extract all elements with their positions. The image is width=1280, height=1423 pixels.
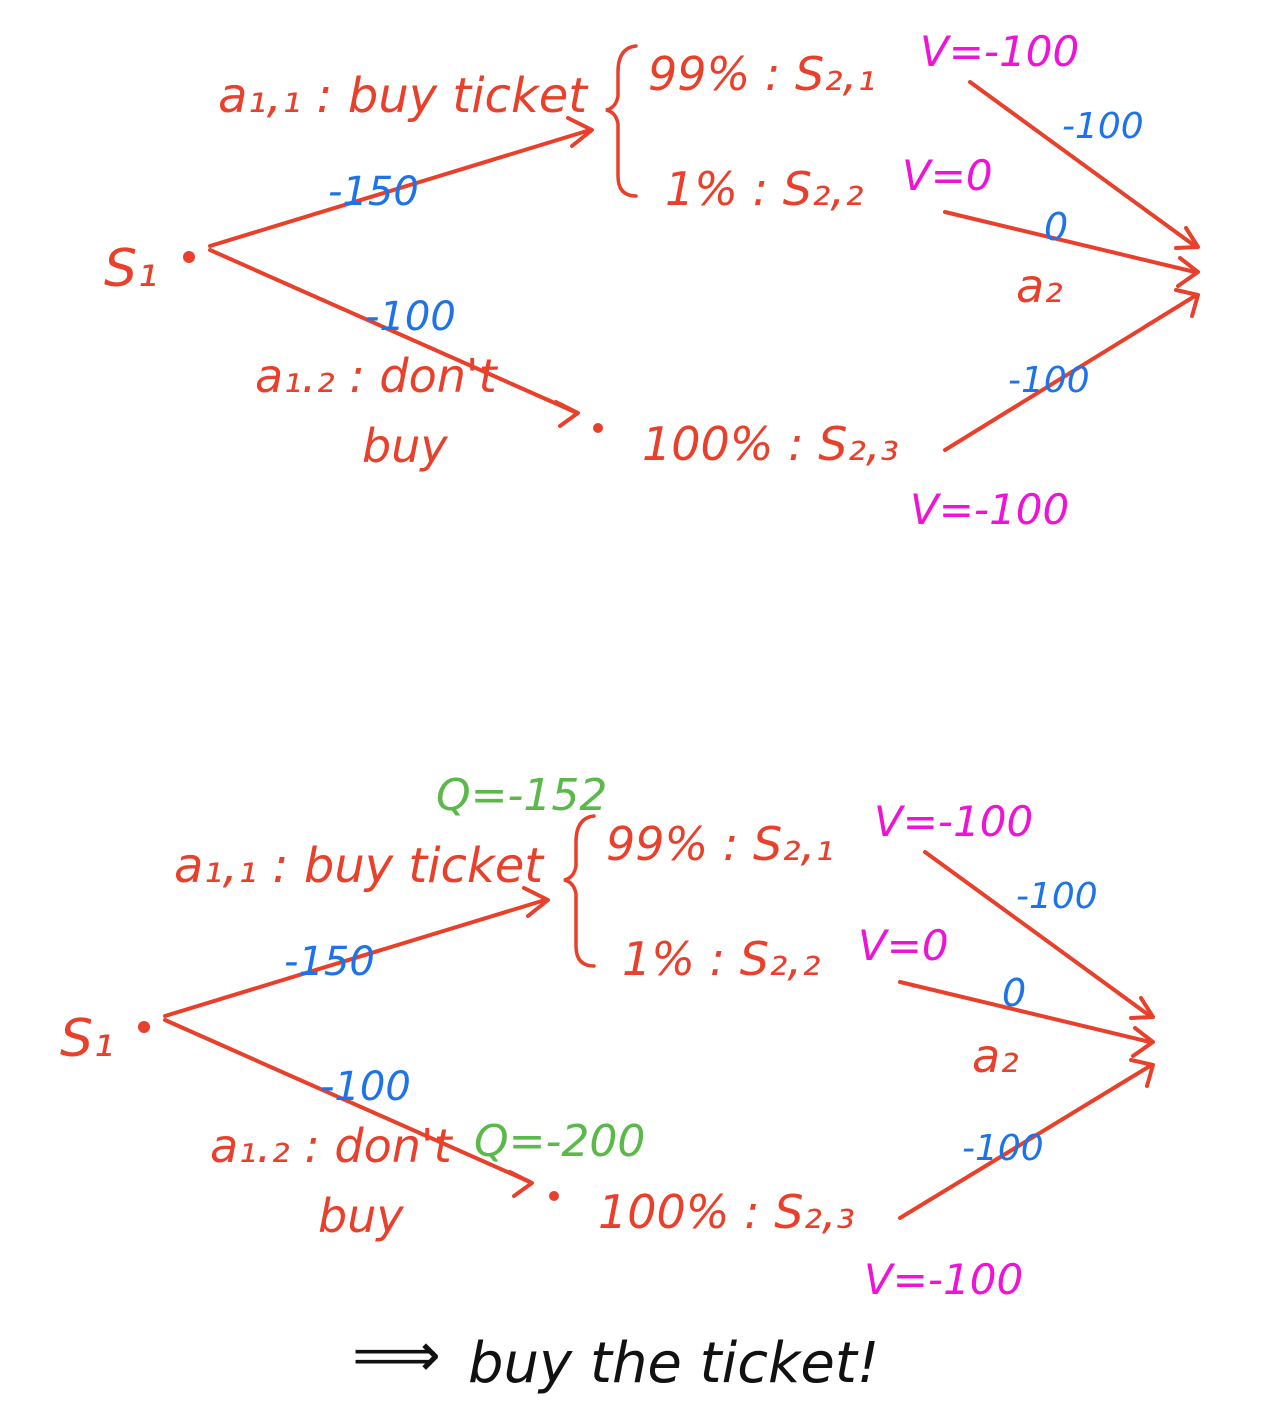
value-1-label: V=-100: [920, 27, 1079, 76]
outcome-2-label: 1% : S₂,₂: [622, 932, 820, 986]
state-label-s1: S₁: [104, 239, 158, 299]
edge-reward-3-label: -100: [962, 1128, 1044, 1169]
outcome-3-label: 100% : S₂,₃: [598, 1185, 855, 1239]
edge-v3-a2: [943, 294, 1197, 452]
action-a2-label: a₂: [1016, 259, 1063, 313]
value-2-label: V=0: [858, 921, 949, 970]
edge-s1-buy: [163, 898, 547, 1018]
conclusion: ⟹ buy the ticket!: [352, 1318, 879, 1396]
edge-v3-arrowhead: [1174, 288, 1200, 318]
edge-v2-arrowhead: [1131, 1026, 1155, 1058]
edge-s1-dont: [163, 1018, 532, 1184]
edge-s1-dont-arrowhead: [554, 400, 580, 428]
state-node-s1: [183, 251, 195, 263]
value-2-label: V=0: [902, 151, 993, 200]
edge-reward-3-label: -100: [1008, 360, 1090, 401]
value-3-label: V=-100: [864, 1255, 1023, 1304]
edge-reward-2-label: 0: [1044, 205, 1068, 249]
outcome-2-label: 1% : S₂,₂: [665, 162, 863, 216]
action-dont-label-line2: buy: [362, 419, 448, 473]
action-dont-label: a₁.₂ : don't: [210, 1119, 454, 1173]
edge-reward-1-label: -100: [1016, 876, 1098, 917]
action-dont-label-line2: buy: [318, 1189, 404, 1243]
edge-s1-dont: [208, 248, 577, 414]
state-node-s23: [549, 1191, 559, 1201]
reward-buy-label: -150: [284, 939, 375, 985]
edge-v3-a2: [898, 1064, 1152, 1220]
q-dont-label: Q=-200: [474, 1116, 645, 1167]
edge-v2-a2: [898, 980, 1152, 1044]
edge-s1-dont-arrowhead: [508, 1170, 534, 1198]
q-buy-label: Q=-152: [436, 770, 607, 821]
edge-reward-2-label: 0: [1002, 971, 1026, 1015]
edge-v2-a2: [943, 210, 1197, 274]
edge-v1-arrowhead: [1129, 996, 1155, 1020]
action-buy-label: a₁,₁ : buy ticket: [174, 838, 545, 894]
reward-buy-label: -150: [328, 169, 419, 215]
outcome-1-label: 99% : S₂,₁: [606, 817, 834, 871]
edge-v1-a2: [923, 850, 1152, 1018]
state-node-s1: [138, 1021, 150, 1033]
state-label-s1: S₁: [60, 1009, 114, 1069]
value-1-label: V=-100: [874, 797, 1033, 846]
edge-v1-arrowhead: [1174, 226, 1200, 250]
edge-s1-buy-arrowhead: [522, 886, 550, 918]
outcome-3-label: 100% : S₂,₃: [642, 417, 899, 471]
action-buy-label: a₁,₁ : buy ticket: [218, 68, 589, 124]
value-3-label: V=-100: [910, 485, 1069, 534]
edge-v1-a2: [968, 80, 1197, 248]
edge-v3-arrowhead: [1129, 1058, 1155, 1088]
action-dont-label: a₁.₂ : don't: [255, 349, 499, 403]
edge-reward-1-label: -100: [1062, 106, 1144, 147]
edge-s1-buy-arrowhead: [566, 116, 594, 148]
implies-arrow-icon: ⟹: [352, 1318, 441, 1391]
edge-s1-buy: [208, 128, 592, 248]
diagram-bottom: S₁ Q=-152 a₁,₁ : buy ticket -150 -100 a₁…: [60, 770, 1155, 1304]
diagram-top: S₁ a₁,₁ : buy ticket -150 -100 a₁.₂ : do…: [104, 27, 1200, 534]
edge-v2-arrowhead: [1176, 256, 1200, 288]
reward-dont-label: -100: [320, 1064, 411, 1110]
reward-dont-label: -100: [365, 294, 456, 340]
conclusion-text: buy the ticket!: [468, 1331, 879, 1396]
outcome-brace: [563, 814, 596, 968]
state-node-s23: [593, 423, 603, 433]
outcome-1-label: 99% : S₂,₁: [648, 47, 876, 101]
outcome-brace: [605, 44, 638, 198]
action-a2-label: a₂: [972, 1029, 1019, 1083]
